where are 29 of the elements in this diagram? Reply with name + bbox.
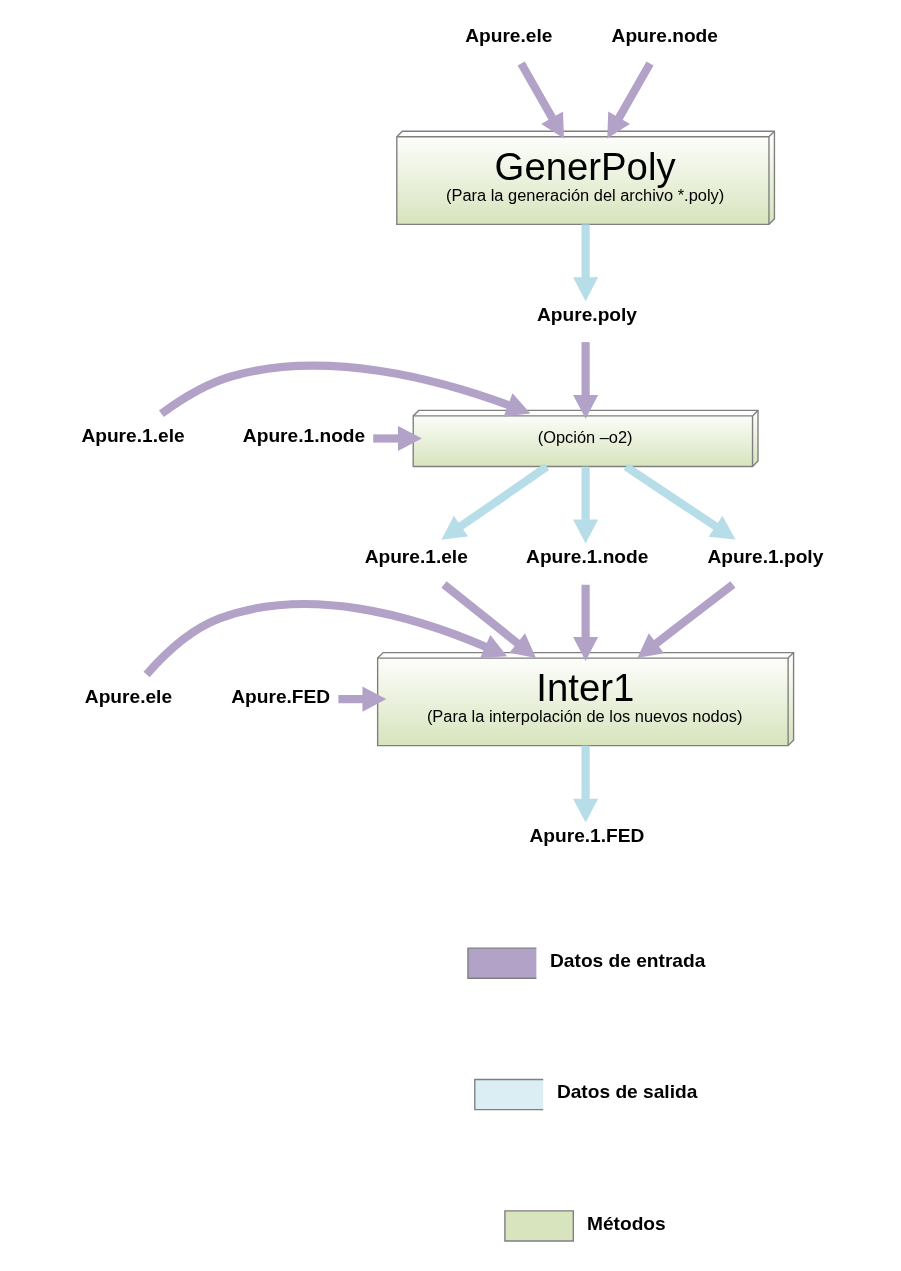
node-text: Apure.ele <box>84 685 173 707</box>
node-text: Apure.ele <box>465 24 553 46</box>
arrow <box>373 425 422 451</box>
node-text: Apure.1.node <box>526 546 649 568</box>
arrow <box>573 224 599 302</box>
arrow <box>517 61 564 139</box>
arrow <box>158 361 531 418</box>
node-text: Apure.node <box>611 24 718 46</box>
arrow <box>573 466 599 544</box>
node-text: Apure.FED <box>231 685 331 707</box>
arrow <box>441 581 536 658</box>
arrow <box>441 463 550 540</box>
node-text: Apure.1.poly <box>707 546 824 568</box>
node-text: Apure.1.node <box>242 425 366 447</box>
arrow <box>143 600 508 678</box>
legend-label: Datos de salida <box>556 1081 698 1103</box>
node-text: Apure.1.ele <box>81 425 185 447</box>
node-text: Apure.1.FED <box>529 825 645 847</box>
node-text: Apure.1.ele <box>364 546 468 568</box>
arrow <box>573 342 599 419</box>
arrow <box>623 463 736 540</box>
node-text: Apure.poly <box>537 304 638 326</box>
arrow <box>573 584 599 661</box>
arrow <box>607 61 654 139</box>
legend-label: Métodos <box>586 1212 666 1234</box>
arrow <box>637 581 736 658</box>
arrow <box>338 686 387 712</box>
arrow <box>573 745 599 823</box>
legend-label: Datos de entrada <box>550 949 706 971</box>
